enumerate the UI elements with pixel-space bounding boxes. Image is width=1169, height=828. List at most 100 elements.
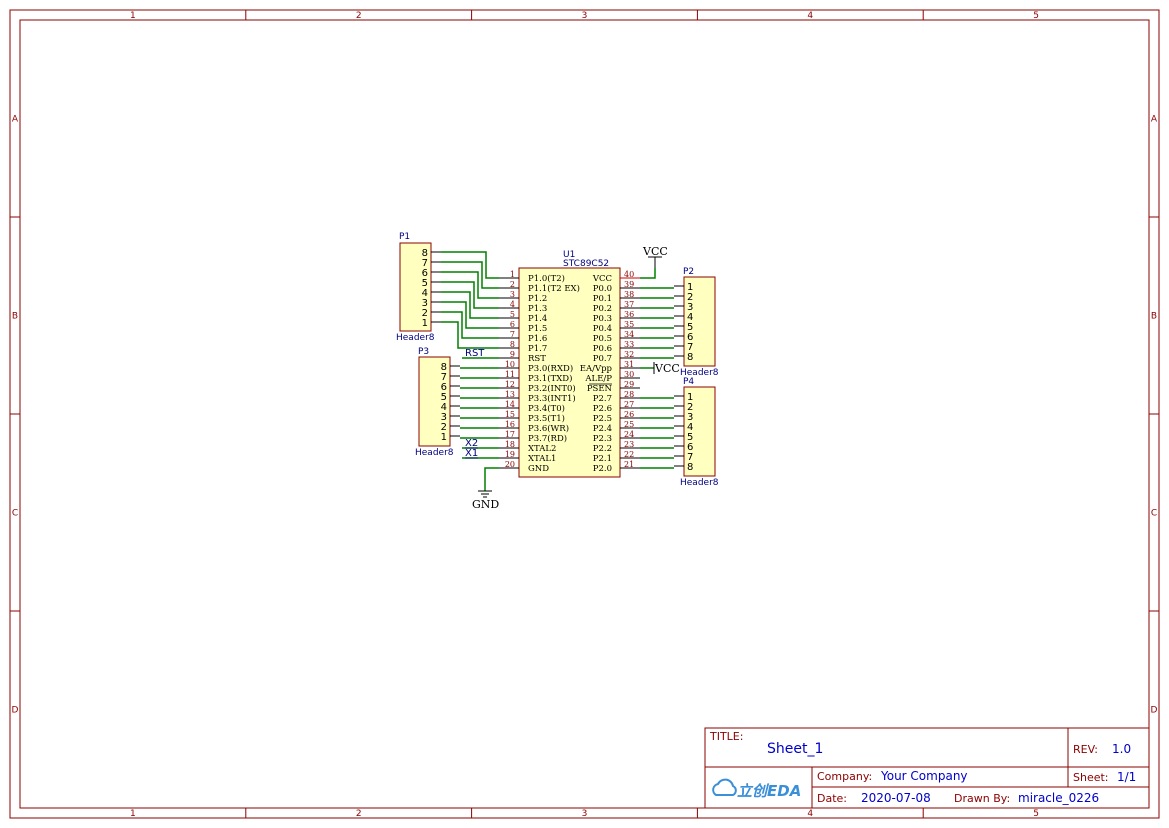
u1-pin-number: 27	[624, 400, 634, 409]
u1-pin-number: 7	[510, 330, 515, 339]
title-block: TITLE: Sheet_1 REV: 1.0 Company: Your Co…	[704, 727, 1150, 809]
frame-row-right: D	[1151, 706, 1158, 716]
u1-pin-number: 10	[505, 360, 515, 369]
u1-pin-name: P2.3	[593, 434, 612, 444]
date-value: 2020-07-08	[861, 791, 931, 805]
u1-pin-name: P1.3	[528, 304, 547, 314]
header-pin-number: 8	[687, 462, 693, 473]
u1-pin-number: 25	[624, 420, 634, 429]
frame-row-left: A	[12, 115, 19, 125]
u1-pin-name: P0.2	[593, 304, 612, 314]
gnd-label: GND	[472, 498, 499, 511]
header-pin-number: 2	[441, 422, 447, 433]
u1-pin-number: 3	[510, 290, 515, 299]
frame-row-right: C	[1151, 509, 1157, 519]
u1-value: STC89C52	[563, 259, 609, 269]
header-pin-number: 1	[441, 432, 447, 443]
u1-body[interactable]	[518, 267, 621, 478]
header-pin-number: 2	[687, 292, 693, 303]
wire[interactable]	[484, 467, 499, 491]
u1-pin-name: P1.1(T2 EX)	[528, 283, 580, 294]
u1-pin-name: P2.1	[593, 454, 612, 464]
header-value: Header8	[396, 333, 435, 343]
u1-designator: U1	[563, 250, 575, 260]
gnd-symbol[interactable]: GND	[472, 490, 499, 511]
header-pin-number: 1	[687, 392, 693, 403]
frame-col-top: 3	[582, 11, 588, 21]
u1-pin-number: 18	[505, 440, 515, 449]
u1-pin-name: GND	[528, 464, 549, 474]
u1-pin-number: 30	[624, 370, 634, 379]
header-pin-number: 1	[687, 282, 693, 293]
frame-row-left: B	[12, 312, 18, 322]
drawn-by-value: miracle_0226	[1018, 791, 1099, 805]
u1-pin-name: P2.7	[593, 394, 612, 404]
header-body[interactable]	[418, 356, 451, 447]
u1-pin-number: 35	[624, 320, 634, 329]
frame-row-left: C	[12, 509, 18, 519]
wire[interactable]	[441, 281, 499, 309]
u1-pin-name: P0.6	[593, 344, 612, 354]
header-body[interactable]	[683, 386, 716, 477]
u1-pin-name: P3.3(INT1)	[528, 393, 576, 404]
u1-pin-name: P2.2	[593, 444, 612, 454]
header-pin-number: 7	[687, 342, 693, 353]
u1-pin-number: 6	[510, 320, 515, 329]
header-pin-number: 5	[687, 322, 693, 333]
header-pin-number: 3	[441, 412, 447, 423]
frame-col-top: 2	[356, 11, 362, 21]
wire[interactable]	[441, 321, 499, 349]
header-pin-number: 6	[687, 332, 693, 343]
wire[interactable]	[441, 291, 499, 319]
u1-pin-number: 16	[505, 420, 515, 429]
title-label: TITLE:	[709, 730, 743, 743]
wire[interactable]	[441, 251, 499, 279]
u1-pin-name: P0.7	[593, 354, 612, 364]
wire[interactable]	[441, 271, 499, 299]
header-pin-number: 5	[422, 278, 428, 289]
vcc-ea-symbol[interactable]: VCC	[653, 362, 680, 375]
header-pin-number: 2	[422, 308, 428, 319]
wire[interactable]	[441, 311, 499, 339]
header-designator: P2	[683, 267, 694, 277]
u1-pin-number: 21	[624, 460, 634, 469]
header-value: Header8	[680, 368, 719, 378]
header-body[interactable]	[399, 242, 432, 332]
u1-pin-name: P2.0	[593, 464, 612, 474]
wire[interactable]	[441, 261, 499, 289]
frame-row-right: A	[1151, 115, 1158, 125]
u1-pin-name: P1.7	[528, 344, 547, 354]
net-label-x2: X2	[465, 438, 478, 449]
u1-pin-number: 33	[624, 340, 634, 349]
frame-col-top: 4	[807, 11, 813, 21]
company-value: Your Company	[880, 769, 968, 783]
header-pin-number: 4	[422, 288, 428, 299]
u1-pin-number: 28	[624, 390, 634, 399]
rev-label: REV:	[1073, 743, 1098, 756]
u1-pin-name: P3.5(T1)	[528, 413, 565, 424]
date-label: Date:	[817, 792, 847, 805]
header-body[interactable]	[683, 276, 716, 367]
u1-pin-number: 40	[624, 270, 634, 279]
u1-pin-name: EA/Vpp	[580, 364, 613, 374]
u1-pin-number: 38	[624, 290, 634, 299]
lceda-logo: 立创EDA	[712, 778, 801, 800]
u1-pin-number: 14	[505, 400, 515, 409]
frame-col-top: 1	[130, 11, 136, 21]
header-pin-number: 5	[687, 432, 693, 443]
header-pin-number: 4	[687, 312, 693, 323]
u1-pin-name: P1.5	[528, 324, 547, 334]
u1-pin-number: 2	[510, 280, 515, 289]
wire[interactable]	[441, 301, 499, 329]
wire[interactable]	[640, 268, 656, 279]
header-pin-number: 3	[687, 412, 693, 423]
header-pin-number: 8	[687, 352, 693, 363]
header-pin-number: 8	[422, 248, 428, 259]
vcc-top-symbol[interactable]: VCC	[642, 245, 668, 268]
u1-pin-number: 34	[624, 330, 634, 339]
